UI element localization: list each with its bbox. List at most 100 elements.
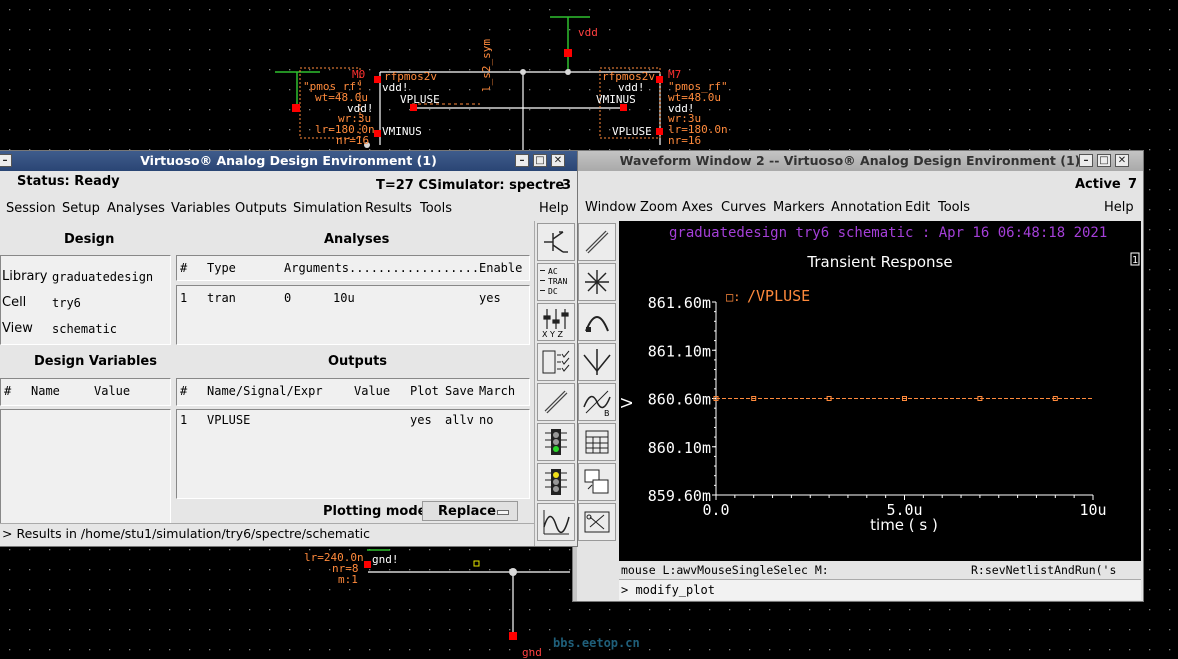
ade-window: Virtuoso® Analog Design Environment (1) … <box>0 150 578 547</box>
s2-sym-label: l_s2_sym <box>480 39 493 92</box>
menu-window[interactable]: Window <box>585 200 637 215</box>
maximize-button[interactable]: □ <box>1097 154 1111 167</box>
menu-markers[interactable]: Markers <box>773 200 825 215</box>
schematic-junctions <box>364 69 571 576</box>
ade-menu-button[interactable]: – <box>0 154 12 167</box>
window-number: 3 <box>562 178 572 193</box>
edit-variables-icon[interactable]: X Y Z <box>537 303 575 341</box>
outputs-col-save: Save <box>445 384 474 398</box>
ade-minimize-button[interactable]: – <box>515 154 529 167</box>
series-point <box>902 396 907 401</box>
menu-tools[interactable]: Tools <box>938 200 971 215</box>
analyses-header-row: # Type Arguments.................. Enabl… <box>176 255 530 281</box>
cell-value[interactable]: try6 <box>52 296 81 310</box>
analyses-col-args: Arguments.................. <box>284 261 480 275</box>
active-label: Active <box>1075 177 1121 192</box>
wave-tool-split-icon[interactable] <box>578 343 616 381</box>
command-line[interactable]: > modify_plot <box>619 579 1141 600</box>
menu-setup[interactable]: Setup <box>62 201 100 216</box>
view-value[interactable]: schematic <box>52 322 118 336</box>
run-simulation-icon[interactable] <box>537 423 575 461</box>
ade-close-button[interactable]: ✕ <box>551 154 565 167</box>
analyses-col-enable: Enable <box>479 261 523 275</box>
output-plot: yes <box>410 413 432 427</box>
choose-design-icon[interactable] <box>537 223 575 261</box>
wave-tool-arc-icon[interactable] <box>578 303 616 341</box>
y-tick-label: 861.10m <box>648 342 711 360</box>
m7-name: M7 <box>668 68 682 81</box>
wave-tool-scissors-icon[interactable] <box>578 503 616 541</box>
outputs-col-march: March <box>479 384 516 398</box>
wave-tool-pen-icon[interactable] <box>578 223 616 261</box>
ade-titlebar[interactable]: Virtuoso® Analog Design Environment (1) <box>0 151 577 171</box>
ade-menubar: Session Setup Analyses Variables Outputs… <box>0 198 577 220</box>
y-tick-label: 860.10m <box>648 439 711 457</box>
chart-series <box>713 396 1093 401</box>
m0-nr: nr=16 <box>336 134 370 147</box>
menu-edit[interactable]: Edit <box>905 200 931 215</box>
design-vars-list[interactable] <box>0 409 171 539</box>
menu-help[interactable]: Help <box>539 201 569 216</box>
x-tick-label: 10u <box>1079 501 1106 519</box>
setup-outputs-icon[interactable] <box>537 343 575 381</box>
m0-vdd: vdd! <box>382 81 409 94</box>
menu-zoom[interactable]: Zoom <box>640 200 678 215</box>
y-axis-label: V <box>619 397 636 408</box>
series-point <box>826 396 832 401</box>
design-heading: Design <box>64 232 115 247</box>
menu-tools[interactable]: Tools <box>420 201 453 216</box>
waveform-titlebar[interactable]: Waveform Window 2 -- Virtuoso® Analog De… <box>573 151 1143 171</box>
mouse-right-binding: R:sevNetlistAndRun('s <box>971 563 1117 577</box>
series-point <box>977 396 983 401</box>
m7-lr: lr=180.0n <box>668 123 728 136</box>
plot-header: graduatedesign try6 schematic : Apr 16 0… <box>669 225 1107 241</box>
table-row[interactable]: 1 VPLUSE yes allv no <box>177 410 527 430</box>
stop-simulation-icon[interactable] <box>537 463 575 501</box>
series-point <box>751 396 757 401</box>
wave-tool-calculator-icon[interactable] <box>578 423 616 461</box>
subwindow-number-box[interactable] <box>1130 252 1140 266</box>
ade-maximize-button[interactable]: □ <box>533 154 547 167</box>
menu-simulation[interactable]: Simulation <box>293 201 363 216</box>
design-vars-col-value: Value <box>94 384 131 398</box>
menu-outputs[interactable]: Outputs <box>235 201 287 216</box>
analysis-type: tran <box>207 291 236 305</box>
waveform-toolbar: B <box>577 221 617 541</box>
m7-nr: nr=16 <box>668 134 702 147</box>
m7-sym: "pmos_rf" <box>668 80 728 93</box>
m0-vminus: VMINUS <box>382 125 422 138</box>
menu-annotation[interactable]: Annotation <box>831 200 903 215</box>
output-name: VPLUSE <box>207 413 251 427</box>
legend-marker: □: <box>726 290 740 304</box>
temperature: T=27 C <box>376 178 428 193</box>
plotting-mode-select[interactable]: Replace <box>422 501 518 521</box>
waveform-plot[interactable]: graduatedesign try6 schematic : Apr 16 0… <box>619 221 1141 561</box>
wave-tool-star-icon[interactable] <box>578 263 616 301</box>
results-path: > Results in /home/stu1/simulation/try6/… <box>2 526 371 541</box>
design-variables-heading: Design Variables <box>34 354 157 369</box>
m0-name: M0 <box>352 68 366 81</box>
menu-help[interactable]: Help <box>1104 200 1134 215</box>
schematic-wires <box>275 16 590 551</box>
table-row[interactable]: 1 tran 0 10u yes <box>177 286 527 306</box>
m0-vpluse: VPLUSE <box>400 93 440 106</box>
menu-axes[interactable]: Axes <box>682 200 713 215</box>
waveform-window: Waveform Window 2 -- Virtuoso® Analog De… <box>572 150 1144 602</box>
ade-toolbar: AC TRAN DC X Y Z <box>534 221 577 546</box>
menu-variables[interactable]: Variables <box>171 201 231 216</box>
schematic-symbols <box>299 67 661 139</box>
minimize-button[interactable]: – <box>1079 154 1093 167</box>
y-tick-label: 860.60m <box>648 391 711 409</box>
wave-tool-windows-icon[interactable] <box>578 463 616 501</box>
analysis-num: 1 <box>180 291 188 305</box>
menu-results[interactable]: Results <box>365 201 412 216</box>
close-button[interactable]: ✕ <box>1115 154 1129 167</box>
library-value[interactable]: graduatedesign <box>52 270 154 284</box>
menu-analyses[interactable]: Analyses <box>107 201 165 216</box>
menu-curves[interactable]: Curves <box>721 200 767 215</box>
plot-outputs-icon[interactable] <box>537 503 575 541</box>
menu-session[interactable]: Session <box>6 201 56 216</box>
delete-icon[interactable] <box>537 383 575 421</box>
wave-tool-sine-b-icon[interactable]: B <box>578 383 616 421</box>
analyses-select-icon[interactable]: AC TRAN DC <box>537 263 575 301</box>
